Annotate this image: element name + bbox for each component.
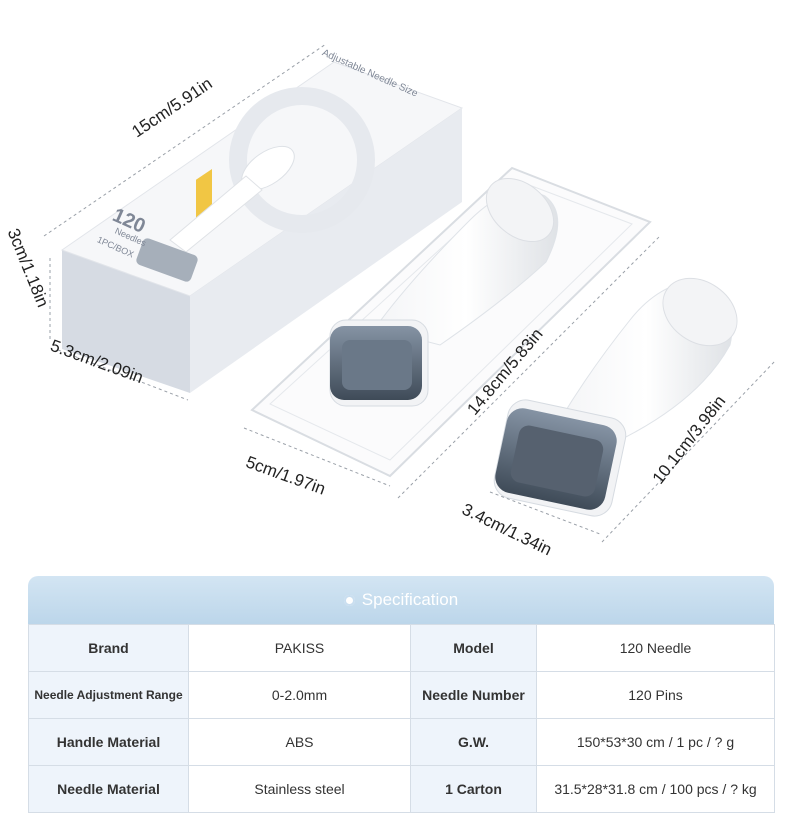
spec-value: Stainless steel	[188, 765, 411, 813]
spec-label: Model	[410, 624, 537, 672]
spec-value: 120 Pins	[536, 671, 775, 719]
spec-label: Brand	[28, 624, 189, 672]
table-row: Needle Material Stainless steel 1 Carton…	[28, 765, 775, 813]
spec-label: 1 Carton	[410, 765, 537, 813]
spec-value: 150*53*30 cm / 1 pc / ? g	[536, 718, 775, 766]
spec-value: 31.5*28*31.8 cm / 100 pcs / ? kg	[536, 765, 775, 813]
table-row: Needle Adjustment Range 0-2.0mm Needle N…	[28, 671, 775, 719]
spec-value: ABS	[188, 718, 411, 766]
product-illustration: Adjustable Needle Size 120 Needles 1PC/B…	[4, 43, 777, 559]
spec-label: Handle Material	[28, 718, 189, 766]
product-drawing	[43, 43, 777, 543]
spec-label: Needle Adjustment Range	[28, 671, 189, 719]
spec-label: G.W.	[410, 718, 537, 766]
spec-dot-icon	[343, 594, 355, 606]
table-row: Brand PAKISS Model 120 Needle	[28, 624, 775, 672]
roller-dimension-lines	[489, 359, 777, 543]
standalone-roller	[493, 277, 738, 517]
box-end-face	[62, 250, 190, 393]
box-circle-print	[229, 87, 375, 233]
spec-header: Specification	[28, 576, 774, 624]
product-box	[60, 61, 464, 393]
box-side-face	[190, 108, 462, 393]
spec-label: Needle Material	[28, 765, 189, 813]
spec-label: Needle Number	[410, 671, 537, 719]
tray-dimension-lines	[243, 235, 661, 499]
box-dimension-lines	[43, 43, 327, 401]
spec-title: Specification	[361, 590, 459, 609]
roller-in-tray	[329, 177, 559, 407]
table-row: Handle Material ABS G.W. 150*53*30 cm / …	[28, 718, 775, 766]
spec-value: PAKISS	[188, 624, 411, 672]
box-roller-print	[136, 238, 198, 282]
spec-value: 0-2.0mm	[188, 671, 411, 719]
specification-table: Specification Brand PAKISS Model 120 Nee…	[28, 576, 775, 813]
spec-value: 120 Needle	[536, 624, 775, 672]
spec-grid: Brand PAKISS Model 120 Needle Needle Adj…	[28, 624, 775, 813]
